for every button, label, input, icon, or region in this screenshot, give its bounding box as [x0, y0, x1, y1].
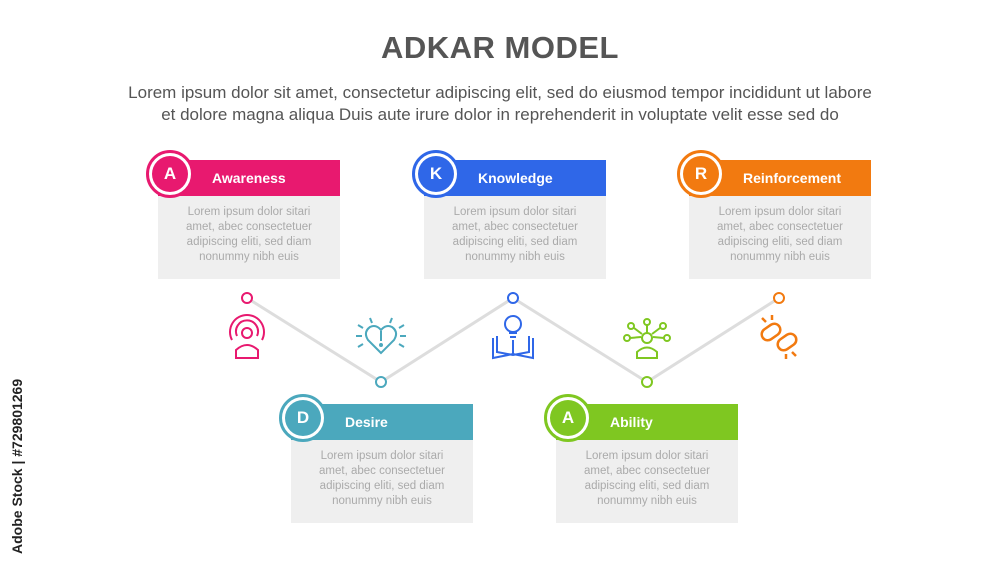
subtitle-line-2: et dolore magna aliqua Duis aute irure d… [161, 105, 839, 124]
book-lightbulb-icon [492, 315, 534, 360]
awareness-signal-person-icon [229, 314, 265, 359]
subtitle-line-1: Lorem ipsum dolor sit amet, consectetur … [128, 83, 872, 102]
step-description-line: amet, abec consectetuer [584, 465, 710, 477]
node-desire [375, 376, 387, 388]
chain-link-icon [760, 315, 798, 359]
step-description-line: nonummy nibh euis [465, 251, 565, 263]
step-letter-badge: A [544, 394, 592, 442]
step-letter-badge: D [279, 394, 327, 442]
step-description-line: adipiscing eliti, sed diam [319, 480, 445, 492]
step-description-line: nonummy nibh euis [332, 495, 432, 507]
page-subtitle: Lorem ipsum dolor sit amet, consectetur … [40, 82, 960, 126]
step-description: Lorem ipsum dolor sitari amet, abec conse… [424, 196, 606, 279]
step-letter-badge: A [146, 150, 194, 198]
step-description: Lorem ipsum dolor sitari amet, abec conse… [291, 440, 473, 523]
step-description-line: Lorem ipsum dolor sitari [187, 206, 311, 218]
step-description-line: amet, abec consectetuer [319, 465, 445, 477]
step-description-line: adipiscing eliti, sed diam [452, 236, 578, 248]
step-label: Desire [345, 414, 388, 430]
step-description-line: adipiscing eliti, sed diam [186, 236, 312, 248]
node-knowledge [507, 292, 519, 304]
node-awareness [241, 292, 253, 304]
step-description-line: amet, abec consectetuer [186, 221, 312, 233]
step-label: Awareness [212, 170, 286, 186]
step-description: Lorem ipsum dolor sitari amet, abec conse… [689, 196, 871, 279]
step-description-line: amet, abec consectetuer [452, 221, 578, 233]
step-description-line: Lorem ipsum dolor sitari [453, 206, 577, 218]
node-ability [641, 376, 653, 388]
heart-exclamation-icon [356, 317, 406, 355]
step-description: Lorem ipsum dolor sitari amet, abec conse… [158, 196, 340, 279]
step-label: Knowledge [478, 170, 553, 186]
step-description-line: adipiscing eliti, sed diam [717, 236, 843, 248]
step-letter-badge: R [677, 150, 725, 198]
step-description-line: amet, abec consectetuer [717, 221, 843, 233]
step-description-line: adipiscing eliti, sed diam [584, 480, 710, 492]
step-letter-badge: K [412, 150, 460, 198]
step-letter: D [285, 400, 321, 436]
step-letter: A [550, 400, 586, 436]
page-title: ADKAR MODEL [381, 30, 619, 65]
step-description-line: nonummy nibh euis [730, 251, 830, 263]
step-description-line: nonummy nibh euis [597, 495, 697, 507]
step-letter: K [418, 156, 454, 192]
step-description-line: Lorem ipsum dolor sitari [320, 450, 444, 462]
node-reinforcement [773, 292, 785, 304]
step-description: Lorem ipsum dolor sitari amet, abec conse… [556, 440, 738, 523]
step-description-line: Lorem ipsum dolor sitari [585, 450, 709, 462]
step-label: Reinforcement [743, 170, 842, 186]
step-letter: A [152, 156, 188, 192]
step-label: Ability [610, 414, 653, 430]
step-description-line: Lorem ipsum dolor sitari [718, 206, 842, 218]
person-network-icon [623, 318, 671, 359]
step-letter: R [683, 156, 719, 192]
step-description-line: nonummy nibh euis [199, 251, 299, 263]
